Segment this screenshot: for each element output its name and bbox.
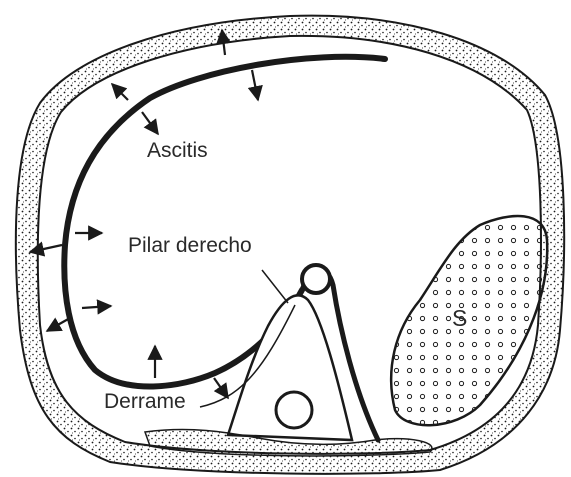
arrow [214, 378, 228, 398]
aorta [302, 265, 330, 293]
arrow [47, 318, 70, 331]
liver-outline [64, 57, 385, 387]
crus-pointer [262, 270, 288, 303]
arrow [82, 306, 111, 308]
arrow [112, 84, 128, 100]
label-pilar-derecho: Pilar derecho [128, 234, 252, 257]
arrow [252, 70, 258, 100]
spinal-canal [276, 392, 312, 428]
label-derrame: Derrame [104, 390, 186, 413]
label-ascitis: Ascitis [147, 139, 208, 162]
label-spleen: S [452, 305, 467, 331]
arrow [142, 112, 158, 134]
